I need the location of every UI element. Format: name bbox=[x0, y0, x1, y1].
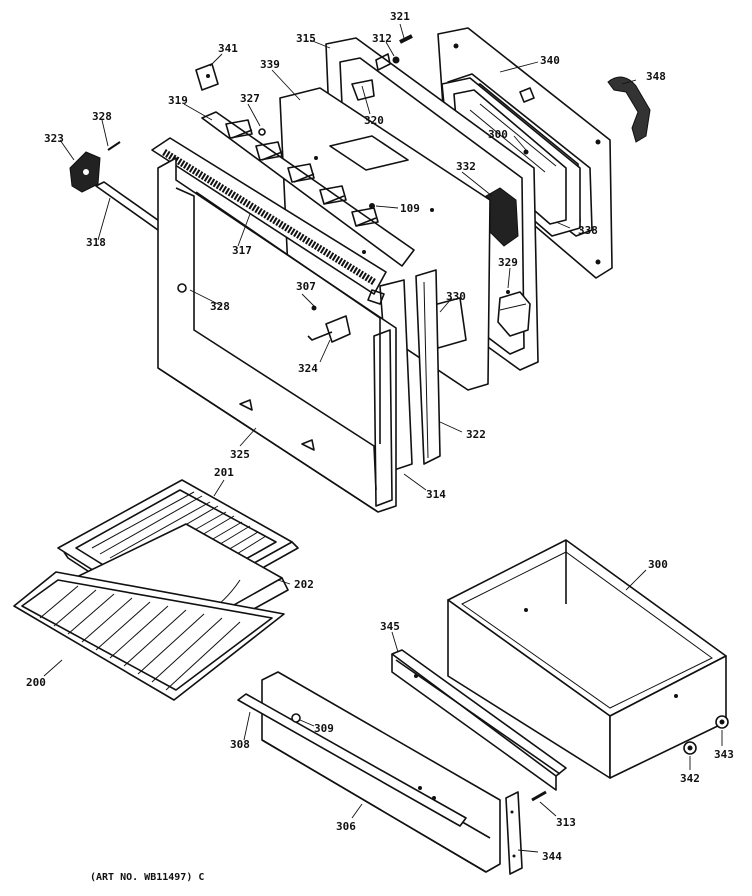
label-339: 339 bbox=[260, 58, 280, 71]
main-door-frame bbox=[157, 157, 397, 513]
label-342: 342 bbox=[680, 772, 700, 785]
label-300b: 300 bbox=[488, 128, 508, 141]
drawer-glide-342 bbox=[683, 741, 697, 755]
label-328b: 328 bbox=[210, 300, 230, 313]
label-328a: 328 bbox=[92, 110, 112, 123]
storage-drawer bbox=[447, 539, 727, 779]
label-343: 343 bbox=[714, 748, 734, 761]
label-340: 340 bbox=[540, 54, 560, 67]
label-325: 325 bbox=[230, 448, 250, 461]
label-307: 307 bbox=[296, 280, 316, 293]
label-321: 321 bbox=[390, 10, 410, 23]
drawer-rail bbox=[391, 649, 567, 791]
screw-313 bbox=[531, 790, 547, 802]
label-318: 318 bbox=[86, 236, 106, 249]
label-323: 323 bbox=[44, 132, 64, 145]
label-330: 330 bbox=[446, 290, 466, 303]
label-300: 300 bbox=[648, 558, 668, 571]
door-gasket bbox=[607, 76, 651, 143]
label-324: 324 bbox=[298, 362, 318, 375]
label-344: 344 bbox=[542, 850, 562, 863]
label-315: 315 bbox=[296, 32, 316, 45]
label-341: 341 bbox=[218, 42, 238, 55]
door-hinge bbox=[485, 187, 531, 337]
label-201: 201 bbox=[214, 466, 234, 479]
label-306: 306 bbox=[336, 820, 356, 833]
drawer-glide-343 bbox=[715, 715, 729, 729]
label-202: 202 bbox=[294, 578, 314, 591]
label-332: 332 bbox=[456, 160, 476, 173]
label-345: 345 bbox=[380, 620, 400, 633]
drawer-bracket bbox=[505, 791, 523, 875]
label-319: 319 bbox=[168, 94, 188, 107]
bracket-part bbox=[195, 63, 219, 91]
leader-lines bbox=[43, 23, 723, 853]
door-side-trim-right bbox=[415, 269, 441, 465]
label-317: 317 bbox=[232, 244, 252, 257]
label-309: 309 bbox=[314, 722, 334, 735]
label-338: 338 bbox=[578, 224, 598, 237]
art-number: (ART NO. WB11497) C bbox=[90, 872, 204, 883]
door-latch bbox=[307, 315, 351, 343]
label-314: 314 bbox=[426, 488, 446, 501]
label-329: 329 bbox=[498, 256, 518, 269]
label-109: 109 bbox=[400, 202, 420, 215]
side-clip bbox=[69, 151, 101, 193]
part-labels: 321 312 315 340 348 341 339 327 319 320 … bbox=[26, 10, 734, 863]
vent-baffle bbox=[201, 111, 415, 301]
label-322: 322 bbox=[466, 428, 486, 441]
fasteners bbox=[107, 34, 529, 311]
drawer-handle-rod bbox=[237, 693, 467, 827]
label-348: 348 bbox=[646, 70, 666, 83]
door-handle-trim bbox=[151, 137, 387, 305]
label-200: 200 bbox=[26, 676, 46, 689]
oven-rack bbox=[13, 571, 285, 701]
label-308: 308 bbox=[230, 738, 250, 751]
label-327: 327 bbox=[240, 92, 260, 105]
label-320: 320 bbox=[364, 114, 384, 127]
label-313: 313 bbox=[556, 816, 576, 829]
label-312: 312 bbox=[372, 32, 392, 45]
